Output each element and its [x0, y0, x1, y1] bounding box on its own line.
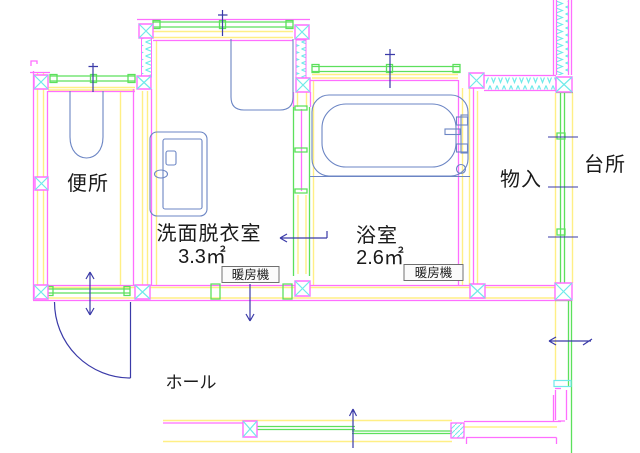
fixtures [69, 39, 470, 217]
equipment-labels: 暖房機 暖房機 [221, 264, 464, 283]
hatched-post [450, 422, 465, 439]
south-door-arrow [348, 408, 358, 448]
kitchen-door-arrow [548, 336, 593, 346]
kitchen-label: 台所 [584, 153, 626, 176]
storage-label: 物入 [500, 168, 542, 191]
annotations [53, 10, 593, 448]
washroom-door-arrow [245, 284, 255, 322]
hall-label: ホール [166, 373, 217, 392]
storage-shelf-ticks [548, 136, 578, 238]
columns [33, 23, 573, 439]
door-swing-arc [53, 301, 132, 379]
vanity-sink-fixture [149, 131, 208, 217]
bathroom-label: 浴室 [356, 224, 398, 247]
window-center-ticks [88, 10, 395, 92]
insulation-hatch [141, 1, 568, 90]
bath-door-arrow [279, 231, 328, 243]
counter-fixture [230, 39, 294, 111]
insulation-washroom-left [141, 37, 152, 78]
swing-direction-arrow [85, 271, 95, 316]
bathtub-fixture [310, 94, 470, 178]
insulation-storage-top [486, 77, 556, 90]
toilet-label: 便所 [67, 172, 109, 195]
bathroom-area: 2.6㎡ [356, 245, 404, 269]
heater-box-bathroom [403, 264, 464, 281]
insulation-washroom-right [295, 39, 307, 79]
heater-label-bathroom: 暖房機 [415, 265, 453, 280]
washroom-area: 3.3㎡ [178, 244, 226, 268]
bathtub-faucet [460, 114, 469, 154]
room-labels: 便所 洗面脱衣室 3.3㎡ 浴室 2.6㎡ 物入 台所 ホール [67, 153, 626, 392]
door-jamb-cyan [553, 379, 572, 388]
wall-lines-magenta [30, 0, 573, 444]
insulation-kitchen-wall [557, 1, 568, 75]
heater-box-washroom [221, 266, 280, 283]
column-x-marks [33, 23, 573, 438]
washroom-label: 洗面脱衣室 [157, 222, 262, 245]
wall-finish-lines-yellow [33, 30, 574, 443]
heater-label-washroom: 暖房機 [232, 267, 270, 282]
toilet-fixture [69, 91, 104, 159]
